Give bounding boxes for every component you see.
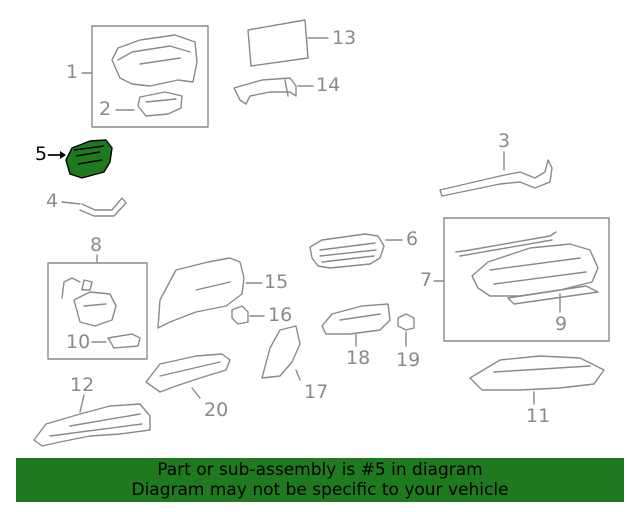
part-2-trim [137, 91, 183, 117]
callout-7: 7 [420, 269, 433, 291]
part-16-clip [231, 305, 249, 325]
banner-line-2: Diagram may not be specific to your vehi… [131, 480, 509, 500]
callout-17: 17 [304, 381, 329, 403]
part-9-strip [507, 285, 599, 305]
callout-8: 8 [90, 234, 103, 256]
part-15-panel [157, 257, 245, 329]
leader-4 [61, 201, 81, 205]
callout-9: 9 [555, 313, 568, 335]
part-10-pad [107, 333, 141, 349]
callout-20: 20 [204, 399, 229, 421]
parts-diagram [33, 19, 610, 447]
callout-2: 2 [99, 98, 112, 120]
leader-17 [295, 369, 301, 381]
info-banner: Part or sub-assembly is #5 in diagram Di… [16, 458, 624, 502]
group-box-7 [443, 217, 610, 342]
leader-5-arrow [60, 151, 66, 159]
callout-1: 1 [66, 61, 79, 83]
callout-6: 6 [406, 228, 419, 250]
part-6-vent [309, 233, 385, 269]
group-box-1 [91, 25, 209, 128]
part-18-bezel [321, 303, 391, 335]
part-7-rod [455, 231, 557, 257]
callout-10: 10 [66, 331, 91, 353]
callout-14: 14 [316, 74, 341, 96]
callout-16: 16 [268, 304, 293, 326]
callout-15: 15 [264, 271, 289, 293]
callout-12: 12 [70, 374, 95, 396]
part-11-tray [469, 355, 605, 391]
callout-19: 19 [396, 349, 421, 371]
leader-12 [79, 394, 85, 413]
leader-20 [191, 387, 201, 399]
part-14-bracket [233, 77, 297, 105]
part-5-highlighted [65, 139, 113, 179]
callout-11: 11 [526, 405, 551, 427]
callout-13: 13 [332, 27, 357, 49]
group-box-8 [47, 262, 148, 360]
part-3-strip [439, 159, 553, 197]
part-17-knee [261, 325, 301, 379]
callout-5: 5 [35, 143, 48, 165]
part-7-control-assy [471, 243, 599, 297]
callout-4: 4 [46, 190, 59, 212]
callout-18: 18 [346, 347, 371, 369]
part-19-clip [397, 313, 415, 331]
part-20-lower [145, 353, 231, 393]
part-8-harness [61, 277, 93, 299]
part-13-display [247, 19, 309, 67]
part-1-cluster-hood [111, 34, 198, 87]
part-4-duct [79, 197, 127, 217]
part-8-bracket [73, 291, 117, 327]
callout-3: 3 [498, 130, 511, 152]
part-12-dash [33, 403, 151, 447]
banner-line-1: Part or sub-assembly is #5 in diagram [157, 460, 483, 480]
